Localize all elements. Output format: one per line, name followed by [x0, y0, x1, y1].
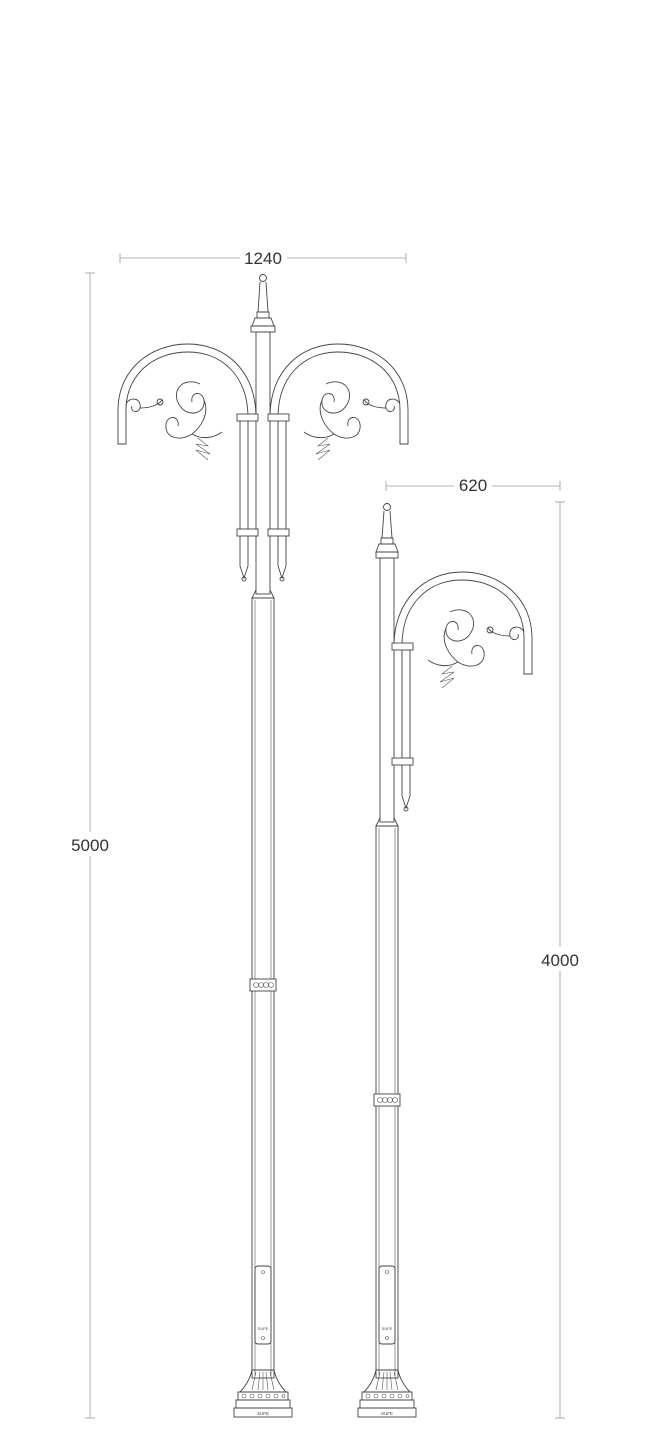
double-arm-lamp-post: SUFE SUFE [117, 274, 409, 1418]
decorative-ring [249, 978, 277, 992]
access-door-panel: SUFE [254, 1265, 272, 1345]
dimension-width-single: 620 [385, 476, 561, 495]
dimension-label-620: 620 [459, 476, 487, 495]
left-lamp-arm [117, 343, 259, 582]
access-door-panel: SUFE [378, 1265, 396, 1345]
single-arm-lamp-post: SUFE SUFE [357, 503, 533, 1418]
decorative-ring [373, 1093, 401, 1107]
finial-top [375, 503, 399, 559]
dimension-width-double: 1240 [119, 249, 407, 268]
finial-top [250, 274, 276, 333]
dimension-label-4000: 4000 [541, 951, 579, 970]
dimension-label-1240: 1240 [244, 249, 282, 268]
ornamental-base: SUFE [357, 1369, 417, 1418]
dimension-height-tall: 5000 [71, 272, 109, 1419]
panel-logo-text: SUFE [382, 1326, 393, 1331]
ornamental-base: SUFE [233, 1369, 293, 1418]
panel-logo-text: SUFE [258, 1326, 269, 1331]
right-lamp-arm [391, 571, 533, 812]
dimension-height-short: 4000 [541, 501, 579, 1419]
dimension-label-5000: 5000 [71, 836, 109, 855]
base-logo-text: SUFE [257, 1411, 269, 1416]
base-logo-text: SUFE [381, 1411, 393, 1416]
upper-column [255, 331, 271, 595]
upper-column [379, 557, 395, 823]
right-lamp-arm [267, 343, 409, 582]
